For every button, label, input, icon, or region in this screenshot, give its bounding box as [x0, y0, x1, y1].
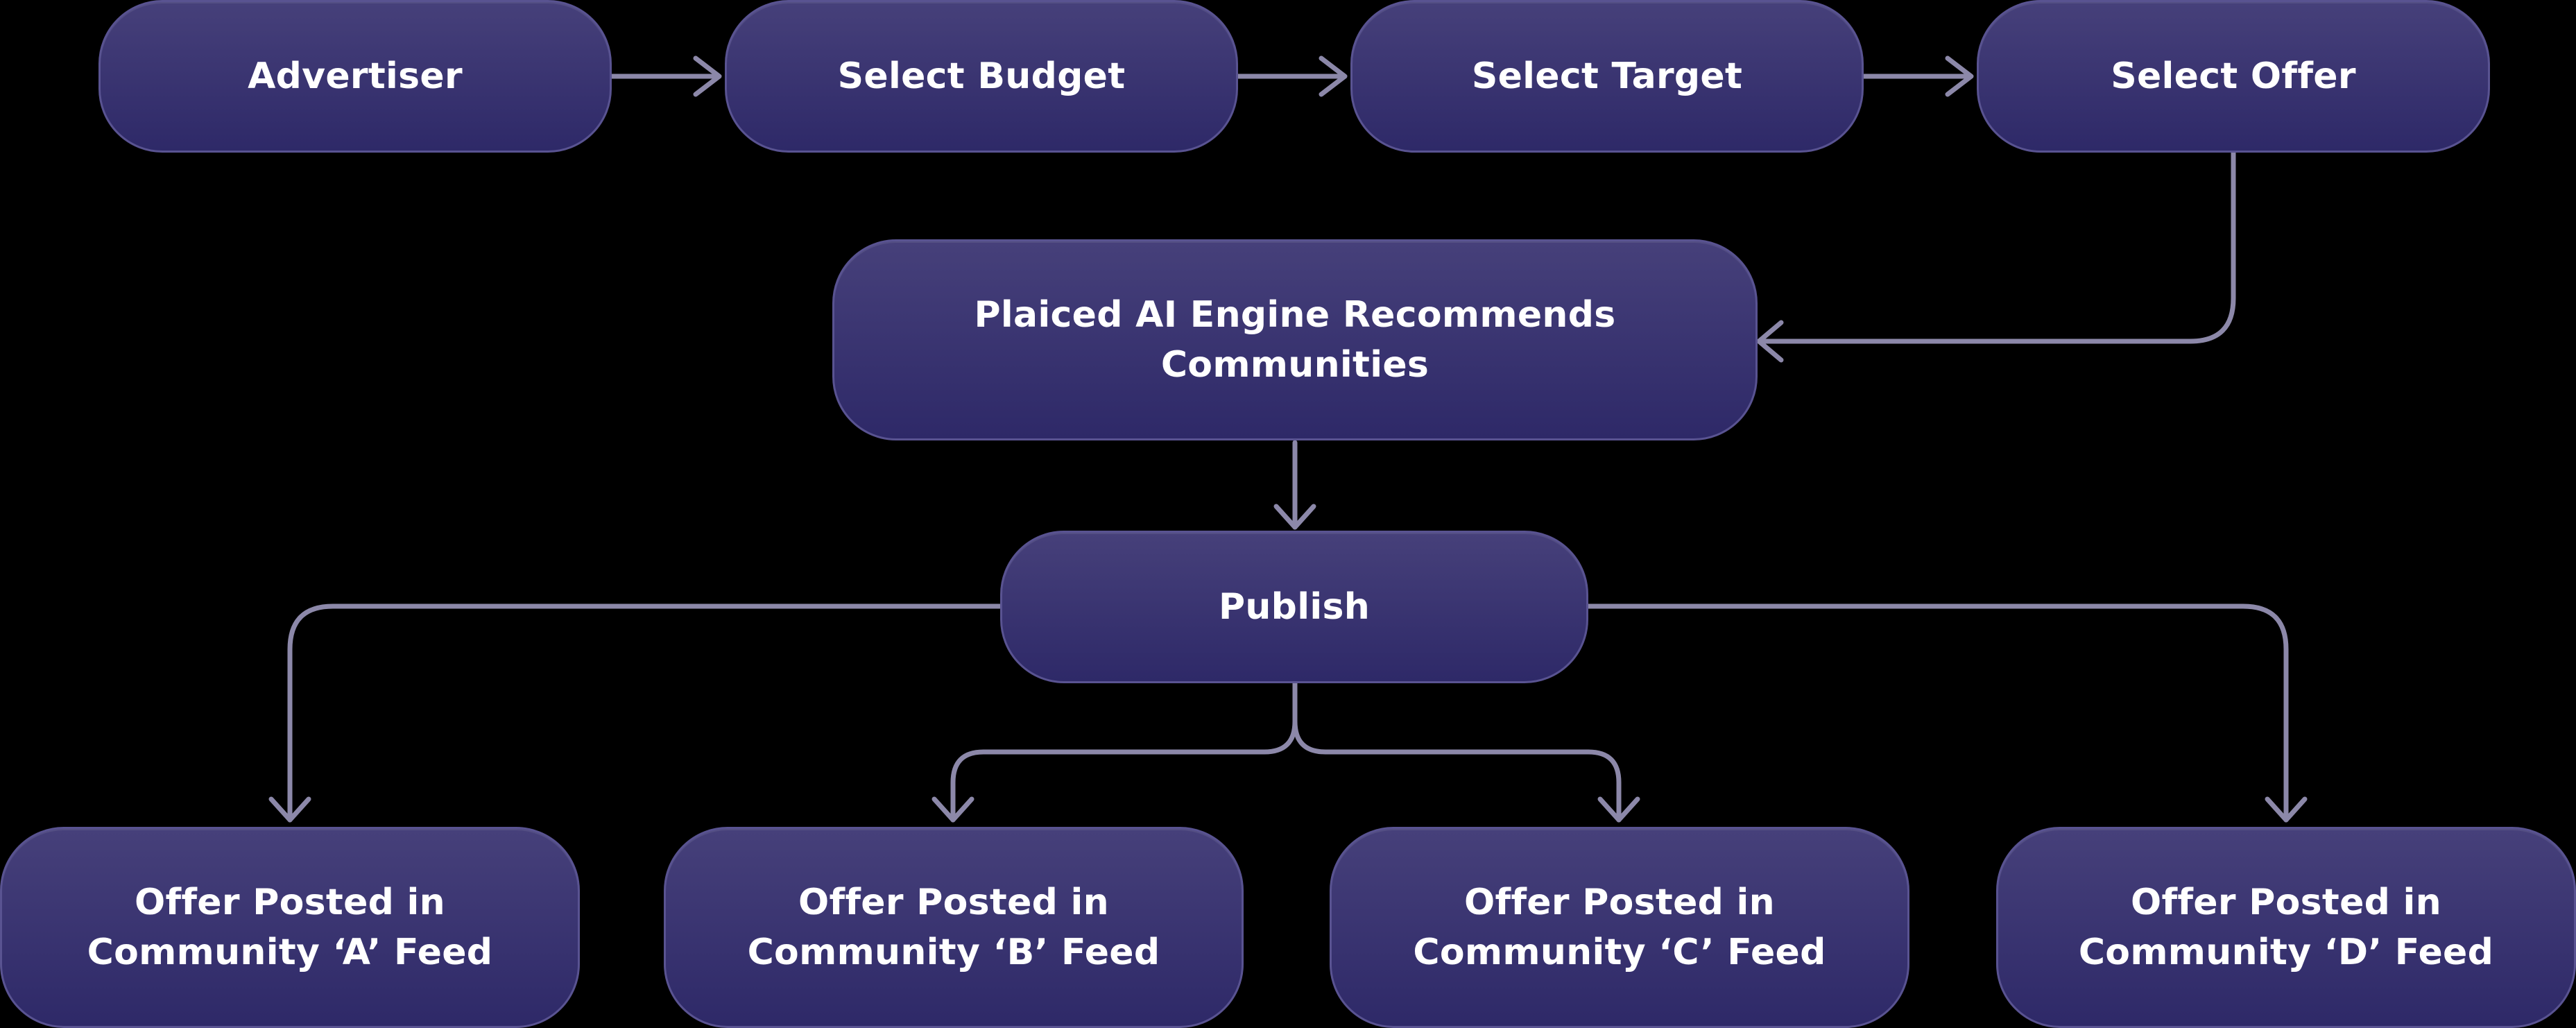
node-community-d: Offer Posted in Community ‘D’ Feed: [1996, 827, 2576, 1028]
edge-publish-to-community-b: [931, 680, 1298, 823]
node-select-target: Select Target: [1350, 0, 1864, 153]
node-select-budget: Select Budget: [725, 0, 1238, 153]
node-community-c-label: Offer Posted in Community ‘C’ Feed: [1413, 882, 1826, 973]
node-community-b-label: Offer Posted in Community ‘B’ Feed: [747, 882, 1160, 973]
edge-select-offer-to-ai-engine: [1756, 150, 2236, 363]
edge-publish-to-community-c: [1292, 719, 1640, 823]
edge-publish-to-community-a: [268, 603, 1003, 823]
node-publish-label: Publish: [1218, 586, 1371, 628]
node-community-b: Offer Posted in Community ‘B’ Feed: [664, 827, 1244, 1028]
node-publish: Publish: [1000, 531, 1588, 683]
edge-ai-engine-to-publish: [1273, 440, 1316, 530]
node-community-a: Offer Posted in Community ‘A’ Feed: [0, 827, 580, 1028]
node-community-d-label: Offer Posted in Community ‘D’ Feed: [2078, 882, 2494, 973]
node-select-target-label: Select Target: [1471, 55, 1743, 97]
node-select-budget-label: Select Budget: [837, 55, 1126, 97]
node-community-c: Offer Posted in Community ‘C’ Feed: [1330, 827, 1909, 1028]
node-select-offer: Select Offer: [1977, 0, 2490, 153]
edge-select-budget-to-select-target: [1235, 55, 1348, 97]
node-select-offer-label: Select Offer: [2111, 55, 2356, 97]
node-ai-engine-label: Plaiced AI Engine Recommends Communities: [974, 294, 1616, 386]
node-advertiser-label: Advertiser: [248, 55, 463, 97]
node-community-a-label: Offer Posted in Community ‘A’ Feed: [87, 882, 493, 973]
edge-advertiser-to-select-budget: [609, 55, 722, 97]
node-ai-engine: Plaiced AI Engine Recommends Communities: [832, 239, 1758, 440]
node-advertiser: Advertiser: [98, 0, 612, 153]
edge-publish-to-community-d: [1586, 603, 2308, 823]
edge-select-target-to-select-offer: [1861, 55, 1974, 97]
